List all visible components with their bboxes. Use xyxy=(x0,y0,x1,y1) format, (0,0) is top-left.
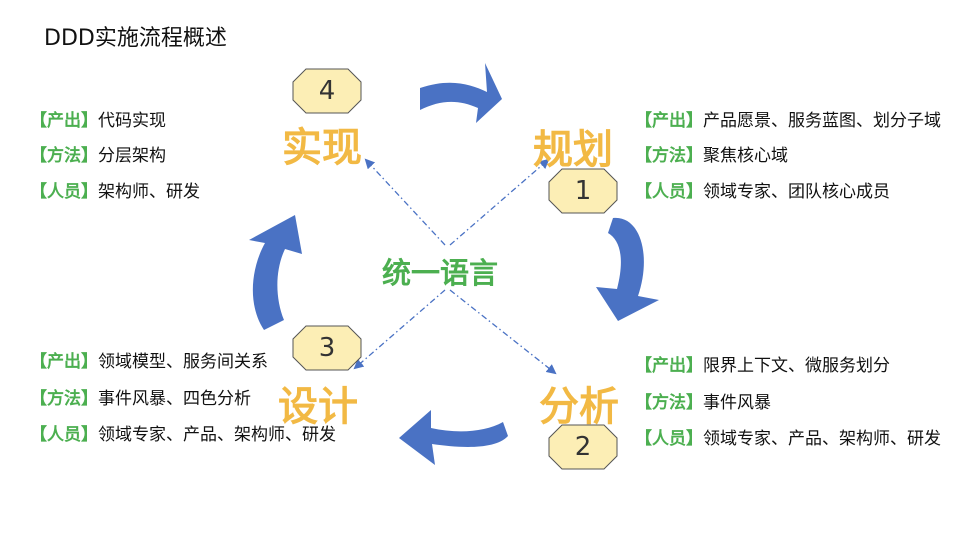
analyze-method: 【方法】事件风暴 xyxy=(635,393,771,413)
analyze-output: 【产出】限界上下文、微服务划分 xyxy=(635,356,890,376)
dashed-line-center-to-implement xyxy=(364,158,446,246)
dashed-line-center-to-analyze xyxy=(449,289,557,375)
arrow-implement-to-plan xyxy=(420,63,502,123)
stage-plan: 规划 xyxy=(533,127,613,173)
plan-method: 【方法】聚焦核心域 xyxy=(635,146,788,166)
arrow-design-to-implement xyxy=(249,215,302,330)
badge-number: 3 xyxy=(318,333,336,363)
plan-people: 【人员】领域专家、团队核心成员 xyxy=(635,182,890,202)
badge-number: 4 xyxy=(318,76,336,106)
implement-output: 【产出】代码实现 xyxy=(30,111,166,131)
design-people: 【人员】领域专家、产品、架构师、研发 xyxy=(30,425,336,445)
dashed-line-center-to-plan xyxy=(449,158,550,246)
arrow-plan-to-analyze xyxy=(596,217,659,321)
design-method: 【方法】事件风暴、四色分析 xyxy=(30,389,251,409)
stage-implement: 实现 xyxy=(282,125,362,171)
stage-analyze: 分析 xyxy=(539,384,619,430)
page-title: DDD实施流程概述 xyxy=(44,26,227,51)
dashed-line-center-to-design xyxy=(353,289,446,370)
analyze-people: 【人员】领域专家、产品、架构师、研发 xyxy=(635,429,941,449)
implement-method: 【方法】分层架构 xyxy=(30,146,166,166)
implement-people: 【人员】架构师、研发 xyxy=(30,182,200,202)
plan-output: 【产出】产品愿景、服务蓝图、划分子域 xyxy=(635,111,941,131)
badge-plan: 1 xyxy=(548,168,618,214)
design-output: 【产出】领域模型、服务间关系 xyxy=(30,352,268,372)
badge-number: 2 xyxy=(574,432,592,462)
center-label: 统一语言 xyxy=(382,256,499,290)
badge-design: 3 xyxy=(292,325,362,371)
badge-analyze: 2 xyxy=(548,424,618,470)
stage-design: 设计 xyxy=(278,384,358,430)
badge-implement: 4 xyxy=(292,68,362,114)
arrow-analyze-to-design xyxy=(399,410,508,465)
badge-number: 1 xyxy=(574,176,592,206)
